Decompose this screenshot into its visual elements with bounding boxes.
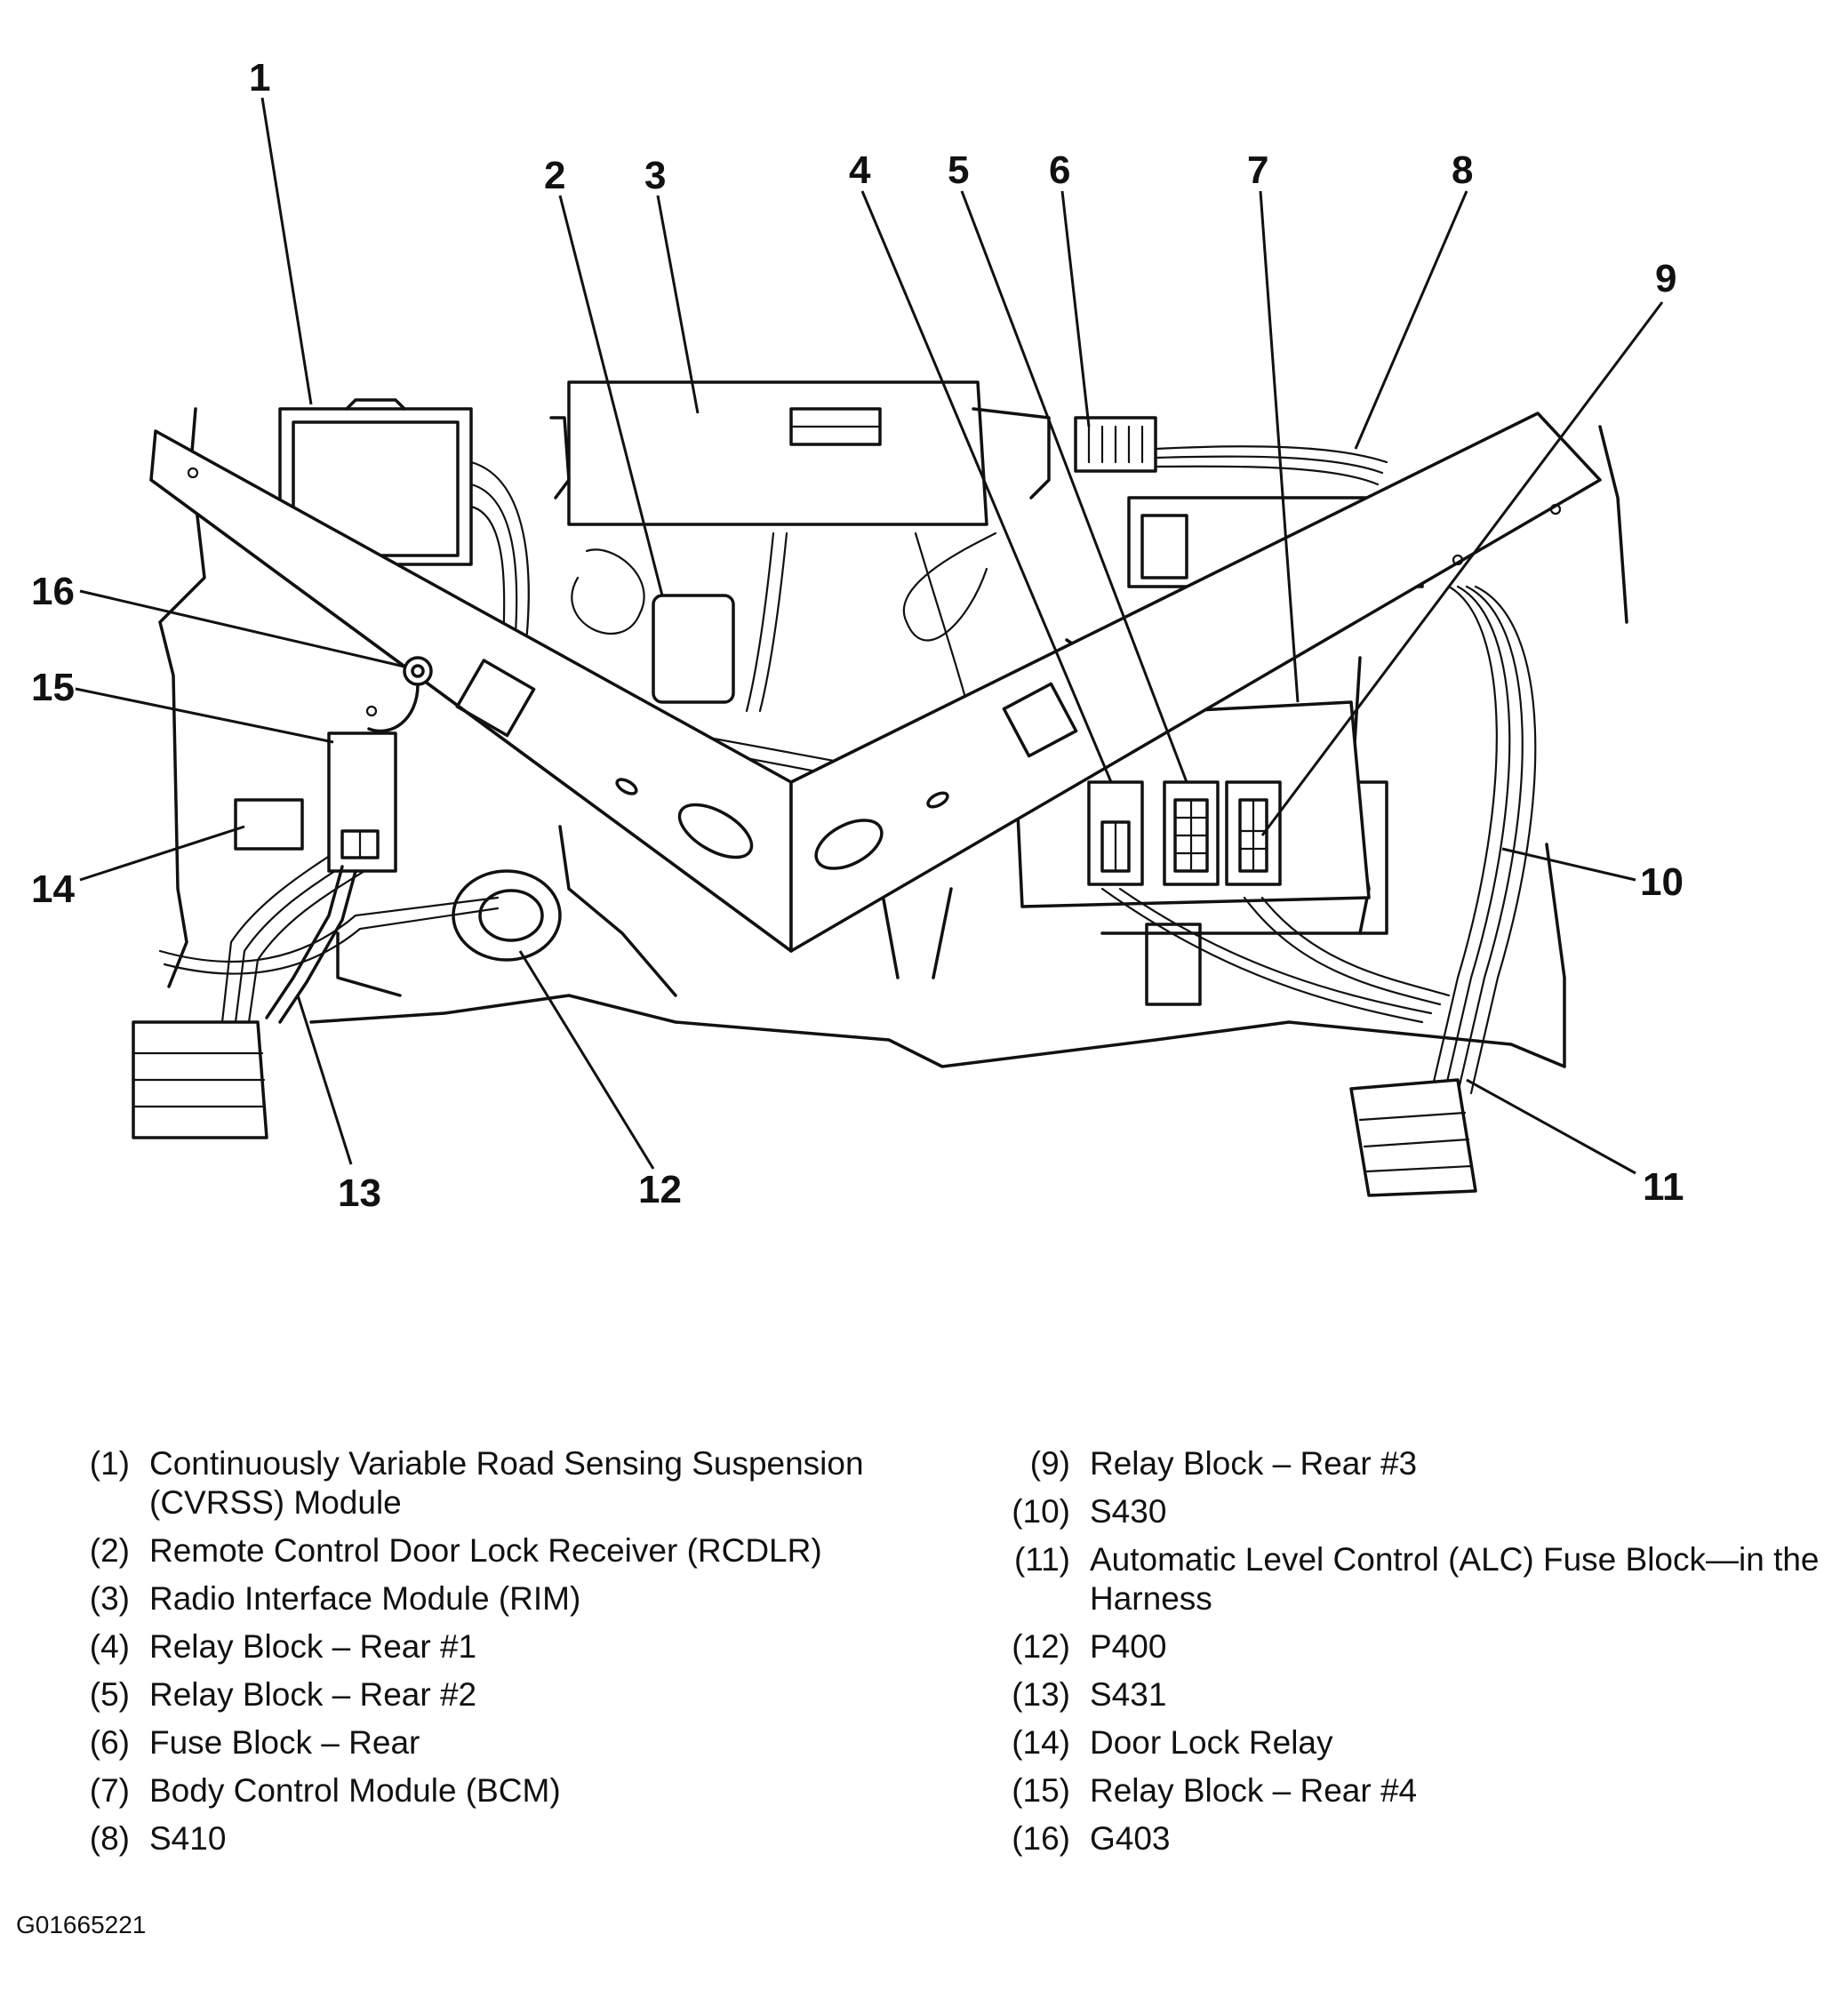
legend-number: (11) [1013, 1541, 1070, 1578]
legend-item: (6) Fuse Block – Rear [55, 1723, 908, 1762]
relay-block-rear-2-shape [1163, 780, 1220, 886]
legend-item: (10) S430 [996, 1492, 1848, 1531]
callout-4: 4 [849, 148, 871, 192]
legend-label: S410 [149, 1820, 227, 1857]
callout-2: 2 [544, 154, 565, 197]
callout-9: 9 [1655, 257, 1676, 300]
harness-wrap-s431 [265, 865, 357, 1024]
legend-item: (7) Body Control Module (BCM) [55, 1771, 908, 1810]
wiring-component-diagram: 1 2 3 4 5 6 7 8 9 10 11 12 13 14 15 16 [31, 56, 1684, 1215]
callout-7: 7 [1247, 148, 1268, 192]
legend-label: S431 [1090, 1676, 1167, 1713]
legend-label: Fuse Block – Rear [149, 1724, 420, 1761]
legend-number: (14) [1012, 1724, 1070, 1761]
legend-label: Relay Block – Rear #4 [1090, 1772, 1418, 1809]
legend-number: (5) [89, 1676, 130, 1713]
legend-label: Continuously Variable Road Sensing Suspe… [149, 1445, 864, 1521]
callout-8: 8 [1452, 148, 1473, 192]
legend-label: Relay Block – Rear #1 [149, 1628, 477, 1665]
legend-item: (14) Door Lock Relay [996, 1723, 1848, 1762]
legend-label: G403 [1090, 1820, 1171, 1857]
callout-labels: 1 2 3 4 5 6 7 8 9 10 11 12 13 14 15 16 [31, 56, 1684, 1215]
cross-brace-right [789, 412, 1602, 953]
legend-label: S430 [1090, 1493, 1167, 1530]
legend-label: Remote Control Door Lock Receiver (RCDLR… [149, 1532, 822, 1569]
legend-right-column: (9) Relay Block – Rear #3 (10) S430 (11) Au… [996, 1444, 1848, 1867]
callout-3: 3 [644, 154, 666, 197]
legend-number: (2) [89, 1532, 130, 1569]
legend-label: Automatic Level Control (ALC) Fuse Block… [1090, 1541, 1820, 1617]
g403-ground-shape [367, 656, 433, 733]
legend-item: (11) Automatic Level Control (ALC) Fuse B… [996, 1540, 1848, 1618]
callout-5: 5 [948, 148, 969, 192]
legend-item: (3) Radio Interface Module (RIM) [55, 1579, 908, 1618]
legend-label: Body Control Module (BCM) [149, 1772, 561, 1809]
connector-left-shape [132, 1020, 268, 1139]
legend-item: (13) S431 [996, 1675, 1848, 1714]
legend-number: (8) [89, 1820, 130, 1857]
figure-id: G01665221 [16, 1911, 147, 1938]
legend-number: (12) [1012, 1628, 1070, 1665]
relay-block-rear-3-shape [1225, 780, 1282, 886]
legend-label: Relay Block – Rear #3 [1090, 1445, 1418, 1482]
leader-lines [75, 97, 1664, 1175]
legend-item: (12) P400 [996, 1627, 1848, 1666]
callout-11: 11 [1643, 1165, 1684, 1209]
legend-number: (9) [1029, 1445, 1070, 1482]
legend-number: (1) [89, 1445, 130, 1482]
legend-label: P400 [1090, 1628, 1167, 1665]
legend-label: Door Lock Relay [1090, 1724, 1333, 1761]
legend-item: (8) S410 [55, 1819, 908, 1858]
callout-10: 10 [1640, 860, 1684, 904]
legend-item: (2) Remote Control Door Lock Receiver (RC… [55, 1531, 908, 1570]
callout-6: 6 [1049, 148, 1070, 192]
legend-number: (15) [1012, 1772, 1070, 1809]
alc-fuse-block-shape [1349, 1078, 1477, 1197]
legend-number: (16) [1012, 1820, 1070, 1857]
door-lock-relay-shape [234, 798, 304, 851]
callout-12: 12 [638, 1168, 682, 1211]
relay-block-rear-4-shape [327, 731, 397, 873]
legend-item: (1) Continuously Variable Road Sensing Su… [55, 1444, 908, 1522]
legend-number: (13) [1012, 1676, 1070, 1713]
legend-left-column: (1) Continuously Variable Road Sensing Su… [55, 1444, 908, 1867]
callout-1: 1 [249, 56, 270, 100]
legend-label: Radio Interface Module (RIM) [149, 1580, 581, 1617]
callout-13: 13 [338, 1171, 381, 1215]
legend-item: (4) Relay Block – Rear #1 [55, 1627, 908, 1666]
callout-14: 14 [31, 867, 75, 911]
legend-number: (4) [89, 1628, 130, 1665]
legend-number: (10) [1012, 1493, 1070, 1530]
legend-number: (7) [89, 1772, 130, 1809]
legend-item: (9) Relay Block – Rear #3 [996, 1444, 1848, 1483]
legend-number: (3) [89, 1580, 130, 1617]
callout-16: 16 [31, 570, 75, 613]
relay-block-rear-1-shape [1087, 780, 1144, 886]
legend-label: Relay Block – Rear #2 [149, 1676, 477, 1713]
legend-item: (16) G403 [996, 1819, 1848, 1858]
callout-15: 15 [31, 666, 75, 709]
legend-number: (6) [89, 1724, 130, 1761]
rcdlr-shape [652, 594, 735, 704]
legend-item: (5) Relay Block – Rear #2 [55, 1675, 908, 1714]
legend-item: (15) Relay Block – Rear #4 [996, 1771, 1848, 1810]
